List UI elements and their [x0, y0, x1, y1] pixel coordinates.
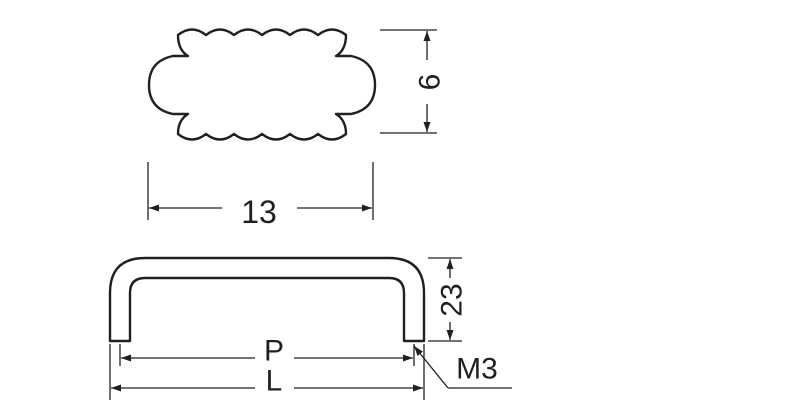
height-23-dimension: 23 — [428, 257, 469, 342]
width-13-label: 13 — [241, 194, 277, 230]
length-l-label: L — [266, 365, 283, 398]
height-6-label: 6 — [414, 74, 447, 91]
pitch-p-dimension: P — [119, 335, 415, 368]
pitch-p-label: P — [264, 335, 284, 368]
m3-thread-callout: M3 — [413, 345, 512, 389]
m3-thread-label: M3 — [456, 353, 498, 386]
height-6-dimension: 6 — [380, 29, 447, 134]
width-13-dimension: 13 — [147, 162, 374, 230]
leader-line — [413, 345, 449, 389]
length-l-dimension: L — [109, 344, 425, 400]
cross-section-profile — [147, 28, 377, 141]
handle-outline — [108, 256, 426, 343]
height-23-label: 23 — [436, 283, 469, 316]
